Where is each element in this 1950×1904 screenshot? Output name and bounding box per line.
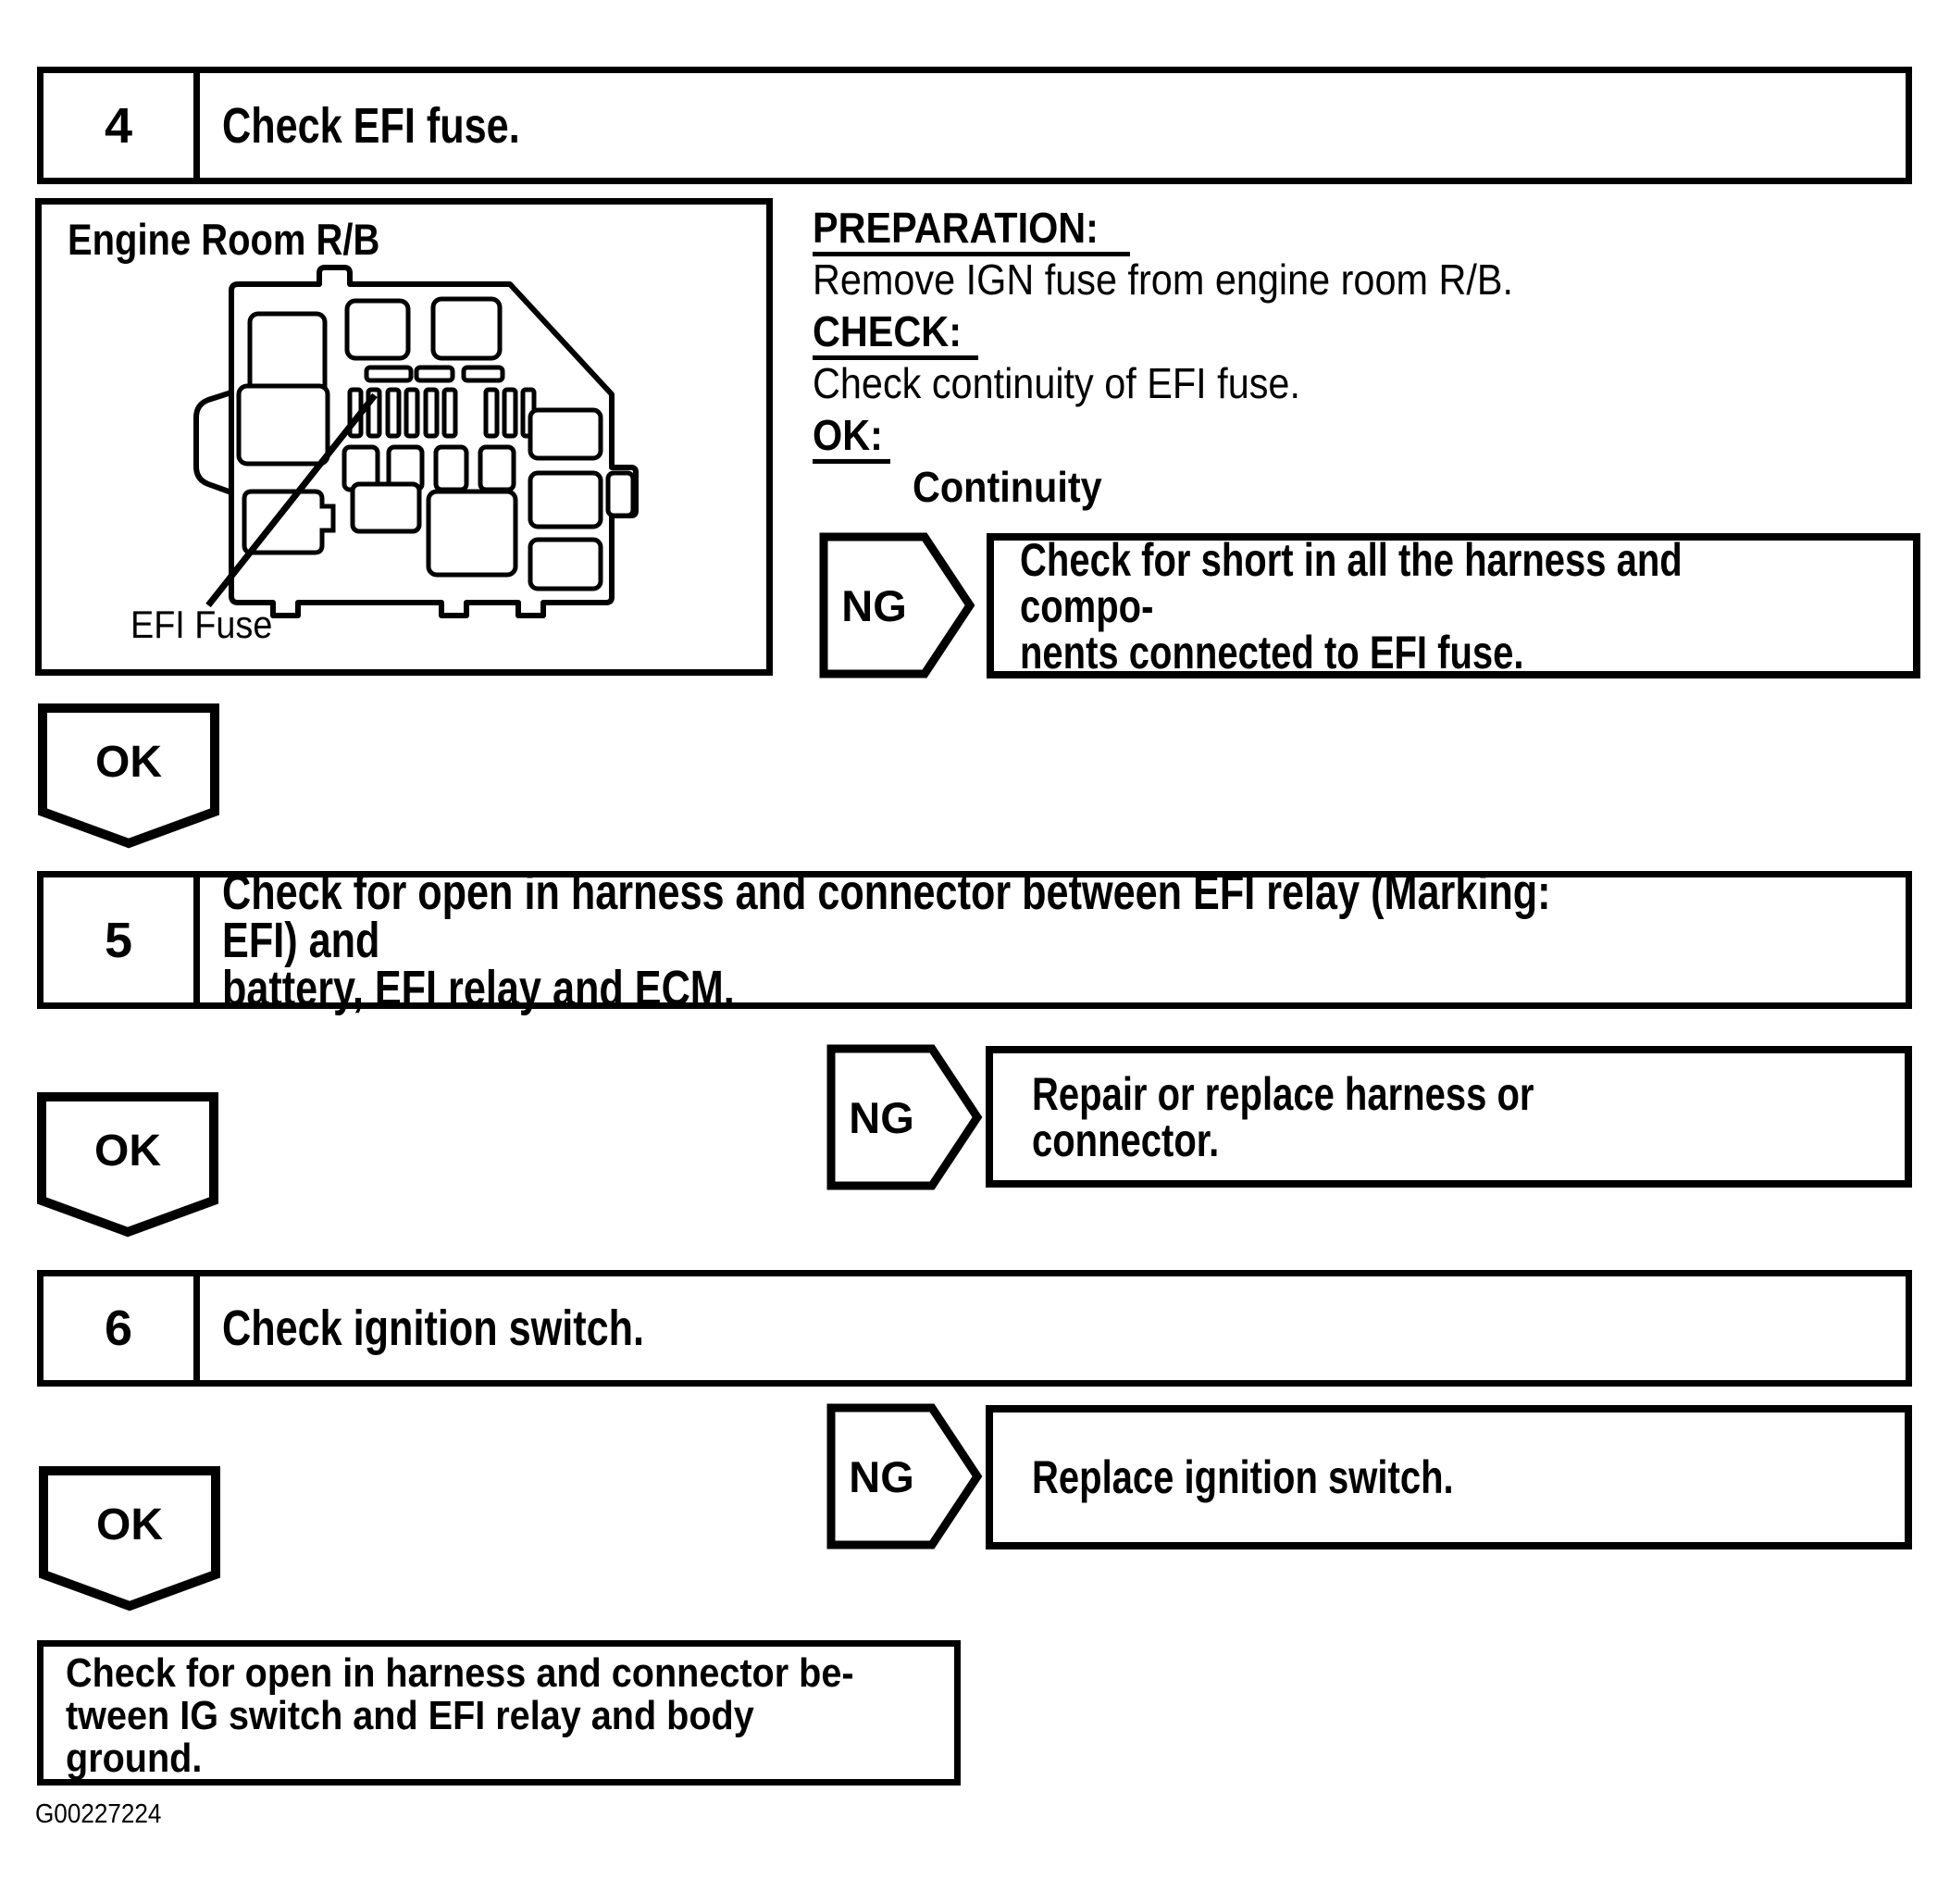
figure-code: G00227224 (35, 1799, 162, 1829)
step-5-box: 5 Check for open in harness and connecto… (37, 867, 1912, 1014)
ng-connector-arrow-1: NG (819, 532, 976, 678)
step-5-number: 5 (43, 877, 200, 1002)
final-action-text: Check for open in harness and connector … (66, 1650, 854, 1781)
ok-label: OK (96, 1500, 163, 1549)
ok-connector-arrow-2: OK (37, 1092, 218, 1238)
procedure-block: PREPARATION: Remove IGN fuse from engine… (813, 202, 1932, 513)
ok-connector-arrow-3: OK (39, 1466, 220, 1612)
ng-label: NG (849, 1092, 914, 1142)
ng-action-box-2: Repair or replace harness or connector. (986, 1046, 1912, 1188)
ng-arrow-shape (819, 532, 975, 678)
preparation-text: Remove IGN fuse from engine room R/B. (813, 255, 1513, 304)
ng-action-text-1: Check for short in all the harness and c… (1020, 533, 1683, 678)
step-4-title: Check EFI fuse. (200, 73, 1906, 178)
step-4-title-text: Check EFI fuse. (222, 97, 520, 154)
step-6-title: Check ignition switch. (200, 1276, 1906, 1380)
ok-arrow-shape (39, 1466, 220, 1612)
ng-label: NG (849, 1451, 914, 1501)
ok-label: OK (94, 1126, 161, 1176)
ng-arrow-shape (826, 1044, 983, 1190)
ng-connector-arrow-3: NG (826, 1403, 984, 1549)
check-text: Check continuity of EFI fuse. (813, 359, 1300, 407)
step-4-number: 4 (43, 73, 200, 178)
ng-action-text-3: Replace ignition switch. (1032, 1451, 1454, 1503)
final-action-box: Check for open in harness and connector … (37, 1640, 961, 1786)
ng-arrow-shape (826, 1403, 983, 1549)
ok-label: OK (95, 738, 162, 787)
illustration-title: Engine Room R/B (68, 215, 380, 264)
step-6-number: 6 (43, 1276, 200, 1380)
fusebox-illustration: Engine Room R/B EFI Fuse (35, 198, 773, 676)
ng-action-box-3: Replace ignition switch. (986, 1405, 1912, 1549)
ok-heading: OK: (813, 409, 1932, 464)
check-heading: CHECK: (813, 305, 1932, 360)
step-6-title-text: Check ignition switch. (222, 1300, 645, 1356)
step-5-title-text: Check for open in harness and connector … (222, 864, 1551, 1016)
ok-arrow-shape (37, 1092, 218, 1238)
fusebox-line-drawing (193, 265, 639, 618)
efi-fuse-callout-line (205, 392, 378, 608)
ok-arrow-shape (38, 703, 219, 849)
ng-action-box-1: Check for short in all the harness and c… (987, 533, 1920, 678)
ng-label: NG (841, 580, 907, 630)
ok-connector-arrow-1: OK (38, 703, 219, 849)
step-6-box: 6 Check ignition switch. (37, 1270, 1912, 1387)
fusebox-side-connector (193, 390, 234, 495)
ng-connector-arrow-2: NG (826, 1044, 984, 1190)
ok-condition-value: Continuity (913, 463, 1102, 511)
step-4-box: 4 Check EFI fuse. (37, 67, 1912, 184)
preparation-heading: PREPARATION: (813, 202, 1932, 256)
step-5-title: Check for open in harness and connector … (200, 867, 1906, 1014)
efi-fuse-callout-label: EFI Fuse (130, 603, 273, 646)
ng-action-text-2: Repair or replace harness or connector. (1032, 1067, 1534, 1166)
